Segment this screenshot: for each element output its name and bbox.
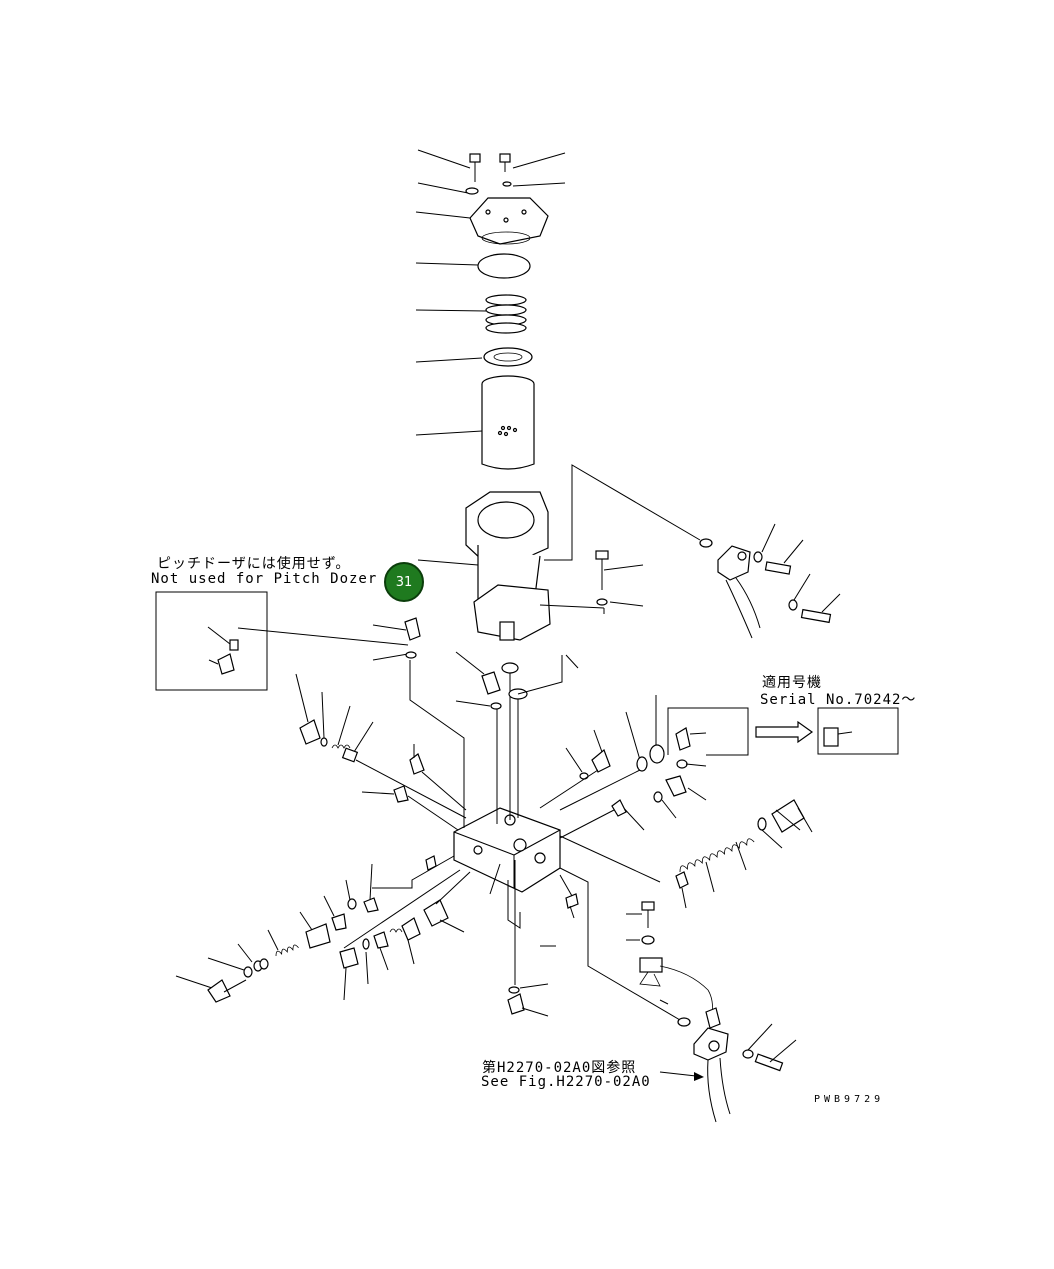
serial-box-group xyxy=(667,707,899,756)
part-callout-31[interactable]: 31 xyxy=(384,562,424,602)
top-cover-group xyxy=(415,149,566,470)
manifold-group xyxy=(175,651,813,1123)
pitch-dozer-note-jp: ピッチドーザには使用せず。 xyxy=(157,556,351,572)
serial-note-jp: 適用号機 xyxy=(762,675,822,691)
filter-case-group xyxy=(417,464,701,641)
serial-note-en: Serial No.70242～ xyxy=(760,692,917,708)
see-fig-note-en: See Fig.H2270-02A0 xyxy=(481,1074,651,1090)
see-fig-note-jp: 第H2270-02A0図参照 xyxy=(482,1060,637,1076)
pitch-dozer-box xyxy=(155,591,421,691)
pitch-dozer-note-en: Not used for Pitch Dozer xyxy=(151,571,378,587)
right-sensor-group xyxy=(595,523,841,639)
part-callout-number: 31 xyxy=(395,574,413,590)
drawing-code: PWB9729 xyxy=(814,1094,885,1105)
